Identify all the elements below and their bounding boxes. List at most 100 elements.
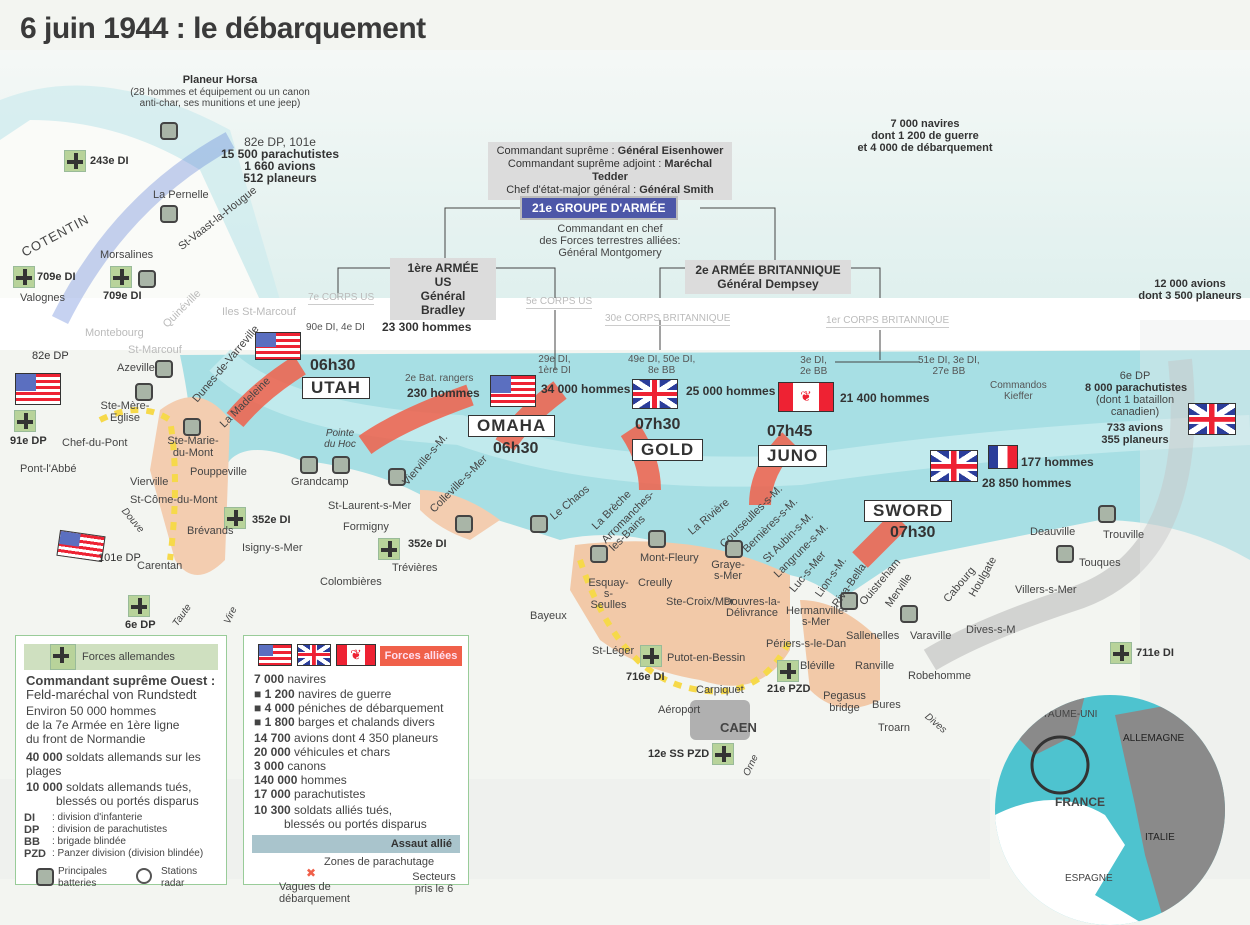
german-unit: 243e DI [90,155,129,167]
allied-stat-last: blessés ou portés disparus [284,817,427,831]
us-flag-utah [255,332,301,360]
place-label: Villers-s-Mer [1015,584,1077,596]
place-label: Aéroport [658,704,701,716]
sword-div-1: 51e DI, 3e DI, [918,355,980,366]
inset-shapes [995,695,1225,925]
legend-german-l4: soldats allemands sur les plages [26,750,201,778]
legend-german-l5-num: 10 000 [26,780,63,794]
uk-airborne-gliders: 355 planeurs [1101,434,1169,446]
place-label: Colombières [320,576,382,588]
place-label: Touques [1079,557,1121,569]
us-airborne-units: 82e DP, 101e [244,135,316,149]
place-label: Pont-l'Abbé [20,463,77,475]
glider-desc-1: (28 hommes et équipement ou un canon [130,87,310,98]
beach-sword[interactable]: SWORD [864,500,953,522]
place-label: Valognes [20,292,66,304]
battery-icon [648,530,666,548]
gold-divisions: 49e DI, 50e DI,8e BB [628,354,695,376]
allied-stat-num: ■ 1 800 [254,715,295,729]
place-label: Pointe du Hoc [324,428,356,450]
beach-utah[interactable]: UTAH [302,377,370,399]
allied-unit: 82e DP [32,350,69,362]
gold-time: 07h30 [635,416,681,433]
german-unit: 352e DI [408,538,447,550]
us-army-general: Général Bradley [420,289,466,317]
sword-time: 07h30 [890,524,936,541]
us-airborne-planes: 1 660 avions [244,159,316,173]
place-label: Carentan [137,560,183,572]
place-label: Douvres-la-Délivrance [723,596,781,619]
us-flag-82dp [15,373,61,405]
abbr-key: DP [24,824,40,836]
abbr-row: DP: division de parachutistes [24,824,218,836]
canada-flag-icon [336,644,376,666]
place-label: Chef-du-Pont [62,437,128,449]
place-label: Trévières [392,562,438,574]
beach-juno[interactable]: JUNO [758,445,828,467]
air-l1: 12 000 avions [1154,278,1226,290]
inset-label-germany: ALLEMAGNE [1123,733,1185,744]
german-unit: 709e DI [103,290,142,302]
us-airborne-paras: 15 500 parachutistes [220,147,340,161]
allied-stat-num: 10 300 [254,803,291,817]
place-label: Bures [872,699,901,711]
allied-unit: 101e DP [98,552,141,564]
cmd-label-2: Commandant suprême adjoint : [507,158,665,170]
allied-stat-text: péniches de débarquement [294,701,444,715]
cmd-label-1: Commandant suprême : [496,145,618,157]
battery-icon [900,605,918,623]
legend-sectors: Secteurs pris le 6 [412,871,456,895]
legend-german-header: Forces allemandes [24,644,218,670]
battery-icon [300,456,318,474]
sword-divisions: 51e DI, 3e DI,27e BB [918,355,980,377]
legend-allied-forces: Forces alliées 7 000 navires ■ 1 200 nav… [243,635,469,905]
allied-stat-num: 14 700 [254,731,291,745]
cmd-chief-1: Commandant en chef [557,223,663,235]
uk-airborne-info: 6e DP 8 000 parachutistes (dont 1 batail… [1085,370,1187,446]
air-l2: dont 3 500 planeurs [1138,290,1242,302]
allied-stat-text: navires de guerre [294,687,392,701]
juno-divisions: 3e DI,2e BB [800,355,827,377]
glider-name: Planeur Horsa [182,74,258,86]
rangers-unit: 2e Bat. rangers [405,373,474,384]
german-unit: 716e DI [626,671,665,683]
allied-stat-text: hommes [297,773,347,787]
legend-landing-waves: Vagues de débarquement [279,881,350,905]
juno-div-2: 2e BB [800,366,828,377]
kieffer-l1: Commandos [990,380,1047,391]
legend-german-title: Forces allemandes [82,651,175,663]
gold-men: 25 000 hommes [686,384,776,398]
omaha-men: 34 000 hommes [541,382,631,396]
legend-german-forces: Forces allemandes Commandant suprême Oue… [15,635,227,889]
abbr-value: : division d'infanterie [52,812,143,823]
place-label: Azeville [117,362,155,374]
uk-flag-icon [297,644,331,666]
allied-stat-text: navires [284,672,327,686]
juno-men: 21 400 hommes [840,391,930,405]
scan-band [0,298,1250,350]
place-label: Putot-en-Bessin [667,652,746,664]
us-airborne-route [51,132,235,325]
place-label: St-Marcouf [128,344,182,356]
place-label: Sallenelles [846,630,900,642]
place-label: Mont-Fleury [640,552,699,564]
place-label: Ste-Mère-Eglise [100,400,150,424]
beach-gold[interactable]: GOLD [632,439,704,461]
inset-label-italy: ITALIE [1145,832,1175,843]
beach-omaha[interactable]: OMAHA [468,415,556,437]
uk-airborne-unit: 6e DP [1119,370,1151,382]
battery-icon [725,540,743,558]
german-cross-icon [712,743,734,765]
battery-icon [840,592,858,610]
place-label: Iles St-Marcouf [222,306,296,318]
canada-flag-juno [778,382,834,412]
utah-divisions: 90e DI, 4e DI [306,322,365,333]
german-cross-icon [224,507,246,529]
place-label: Montebourg [85,327,144,339]
place-label: Troarn [878,722,910,734]
place-label: Vierville [130,476,169,488]
german-cross-icon [50,644,76,670]
battery-icon [183,418,201,436]
france-flag-kieffer [988,445,1018,469]
